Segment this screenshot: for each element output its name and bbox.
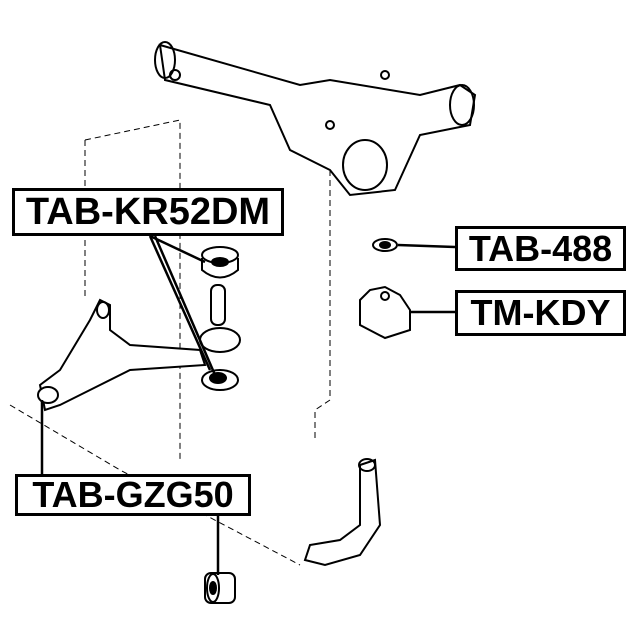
axle-housing	[154, 41, 477, 197]
part-label-tab-kr52dm: TAB-KR52DM	[12, 188, 284, 236]
engine-mount	[359, 238, 411, 340]
part-label-tab-gzg50: TAB-GZG50	[15, 474, 251, 516]
part-label-tab-488: TAB-488	[455, 226, 626, 271]
leader-lines	[40, 234, 456, 575]
control-arm	[37, 298, 207, 412]
lower-bushing	[204, 572, 236, 604]
trailing-arm	[303, 458, 382, 567]
bushing-stack	[199, 246, 241, 391]
part-label-tm-kdy: TM-KDY	[455, 290, 626, 336]
